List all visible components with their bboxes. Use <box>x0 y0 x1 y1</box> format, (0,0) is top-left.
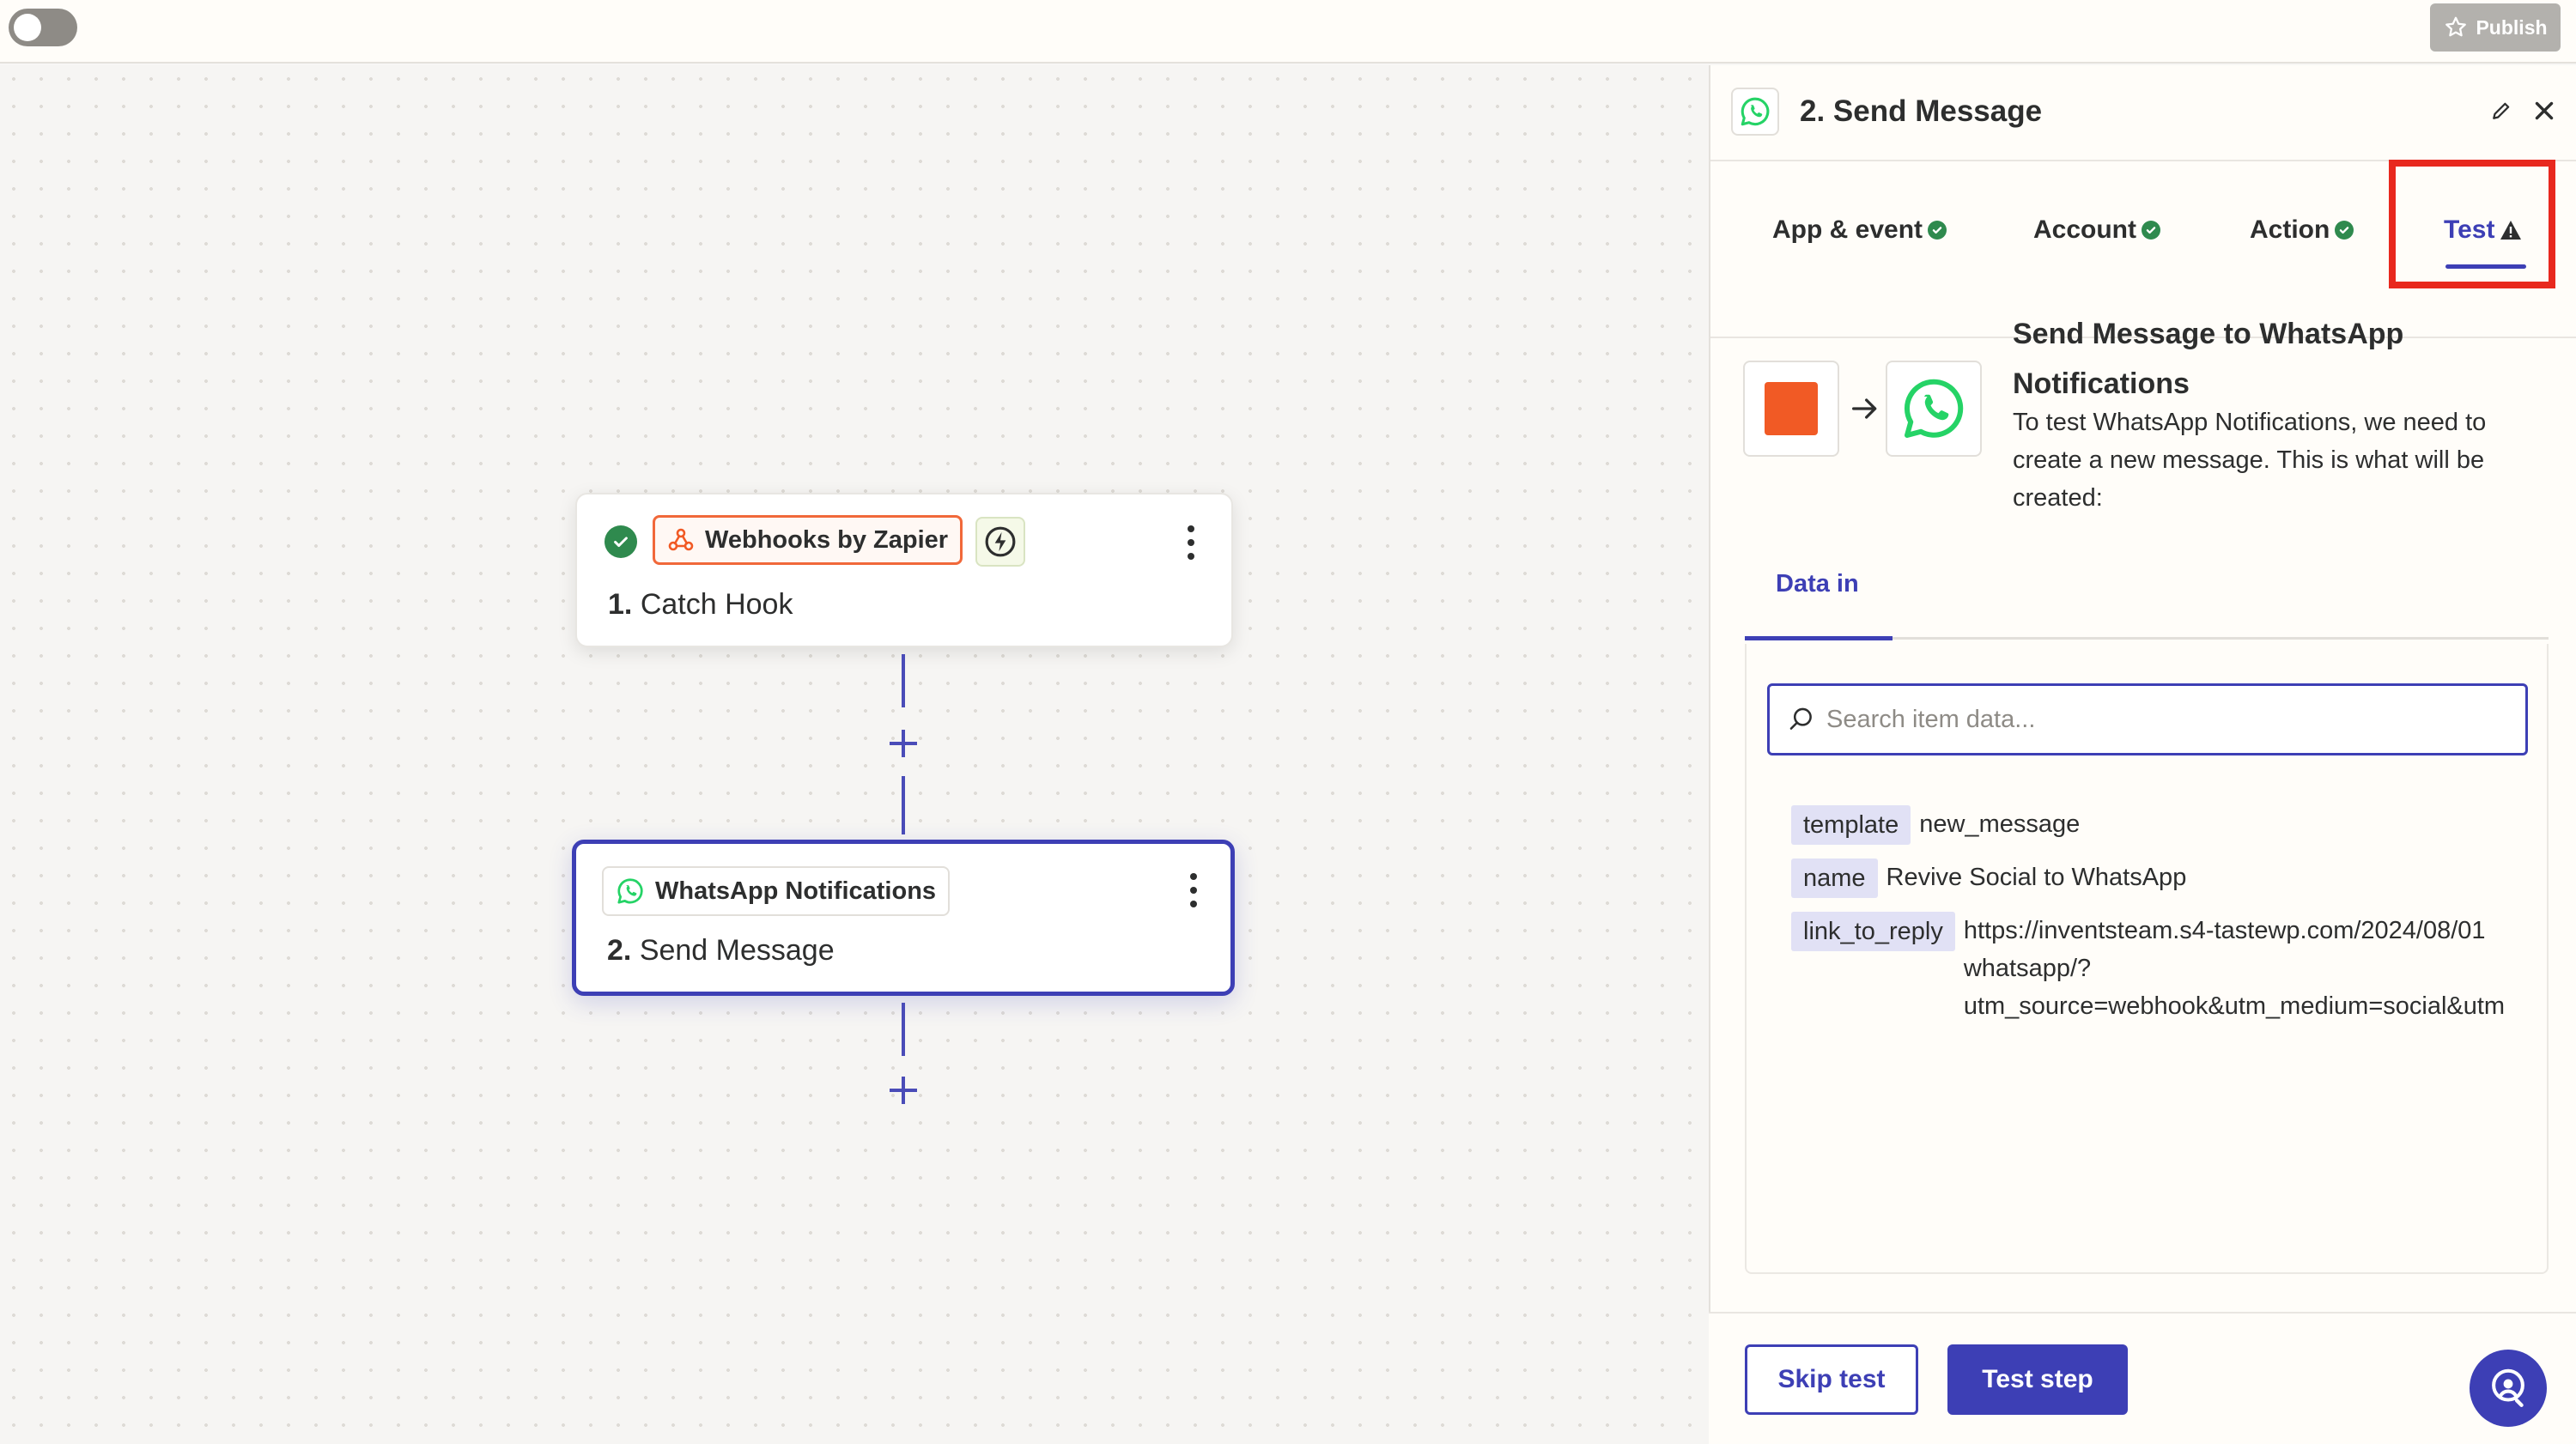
star-icon <box>2445 16 2467 37</box>
close-icon[interactable] <box>2530 96 2559 125</box>
whatsapp-icon <box>1741 97 1770 126</box>
tab-app-and-event-label: App & event <box>1772 215 1923 244</box>
add-step-button[interactable] <box>886 1073 920 1107</box>
bolt-icon <box>985 526 1016 557</box>
action-step-card[interactable]: WhatsApp Notifications 2. Send Message <box>572 840 1235 996</box>
toggle-knob <box>14 14 41 41</box>
top-bar: Publish <box>0 0 2576 64</box>
tab-data-in[interactable]: Data in <box>1776 570 1859 598</box>
trigger-kebab-icon[interactable] <box>1185 525 1197 560</box>
trigger-step-title: 1. Catch Hook <box>608 588 793 622</box>
step-tabs: App & event Account Action Test <box>1710 161 2576 338</box>
trigger-app-name: Webhooks by Zapier <box>705 525 949 554</box>
trigger-step-name: Catch Hook <box>640 588 793 621</box>
tab-action-label: Action <box>2250 215 2330 244</box>
data-field-key: link_to_reply <box>1791 912 1955 951</box>
data-field-value: Revive Social to WhatsApp <box>1886 864 2187 891</box>
panel-title: 2. Send Message <box>1800 94 2043 128</box>
action-app-pill[interactable]: WhatsApp Notifications <box>602 866 951 916</box>
test-summary-title: Send Message to WhatsApp Notifications <box>2013 318 2404 400</box>
summary-app-flow <box>1743 361 1984 460</box>
search-icon <box>1789 707 1812 730</box>
action-step-number: 2. <box>607 934 632 967</box>
webhooks-app-chip <box>1743 361 1839 457</box>
data-tab-underline <box>1745 636 2549 640</box>
whatsapp-app-chip <box>1886 361 1982 457</box>
connector-line <box>902 776 905 834</box>
warning-icon <box>2500 221 2522 240</box>
test-step-button[interactable]: Test step <box>1947 1344 2128 1415</box>
action-step-name: Send Message <box>639 934 835 967</box>
webhook-icon <box>668 528 694 551</box>
tab-action[interactable]: Action <box>2250 204 2354 256</box>
data-tab-active-indicator <box>1745 636 1893 640</box>
arrow-right-icon <box>1852 398 1877 419</box>
search-input[interactable] <box>1826 705 2496 734</box>
check-icon <box>605 525 637 558</box>
data-field-value: https://inventsteam.s4-tastewp.com/2024/… <box>1964 912 2505 1025</box>
search-item-data-field[interactable] <box>1767 683 2528 755</box>
pencil-icon[interactable] <box>2488 98 2514 124</box>
tab-account[interactable]: Account <box>2033 204 2160 256</box>
data-field-key: template <box>1791 805 1911 845</box>
check-icon <box>1928 221 1947 240</box>
action-kebab-icon[interactable] <box>1188 873 1200 907</box>
trigger-app-pill[interactable]: Webhooks by Zapier <box>653 515 963 565</box>
panel-header: 2. Send Message <box>1710 65 2576 161</box>
connector-line <box>902 654 905 707</box>
data-field-row: link_to_reply https://inventsteam.s4-tas… <box>1791 912 2505 1025</box>
test-summary-description: To test WhatsApp Notifications, we need … <box>2013 409 2487 512</box>
panel-app-icon <box>1731 88 1779 136</box>
data-field-value: new_message <box>1919 810 2081 838</box>
add-step-button[interactable] <box>886 726 920 761</box>
whatsapp-icon <box>1904 379 1964 438</box>
tab-test[interactable]: Test <box>2444 204 2522 256</box>
tab-test-underline <box>2445 264 2526 269</box>
data-field-value-line: https://inventsteam.s4-tastewp.com/2024/… <box>1963 917 2486 944</box>
data-field-value-line: whatsapp/? <box>1963 955 2092 982</box>
action-step-title: 2. Send Message <box>607 934 835 968</box>
zap-on-off-toggle[interactable] <box>9 9 77 46</box>
trigger-step-number: 1. <box>608 588 633 621</box>
tab-app-and-event[interactable]: App & event <box>1772 204 1947 256</box>
data-in-panel: template new_message name Revive Social … <box>1745 644 2549 1274</box>
tab-test-label: Test <box>2444 215 2495 244</box>
publish-label: Publish <box>2476 15 2548 39</box>
zap-editor-canvas <box>0 65 1709 1444</box>
check-icon <box>2142 221 2160 240</box>
whatsapp-icon <box>617 878 643 904</box>
instant-trigger-badge <box>975 517 1025 567</box>
publish-button[interactable]: Publish <box>2430 3 2561 52</box>
data-field-value-line: utm_source=webhook&utm_medium=social&utm <box>1963 992 2506 1020</box>
webhooks-square-icon <box>1765 382 1818 435</box>
data-field-key: name <box>1791 859 1878 898</box>
tab-account-label: Account <box>2033 215 2136 244</box>
panel-footer: Skip test Test step <box>1709 1312 2576 1444</box>
action-app-name: WhatsApp Notifications <box>655 877 937 905</box>
skip-test-button[interactable]: Skip test <box>1745 1344 1918 1415</box>
check-icon <box>2335 221 2354 240</box>
data-field-row: template new_message <box>1791 805 2080 845</box>
help-button[interactable] <box>2470 1350 2547 1427</box>
data-field-row: name Revive Social to WhatsApp <box>1791 859 2186 898</box>
trigger-step-card[interactable]: Webhooks by Zapier 1. Catch Hook <box>575 493 1233 647</box>
help-icon <box>2492 1368 2524 1407</box>
connector-line <box>902 1003 905 1056</box>
